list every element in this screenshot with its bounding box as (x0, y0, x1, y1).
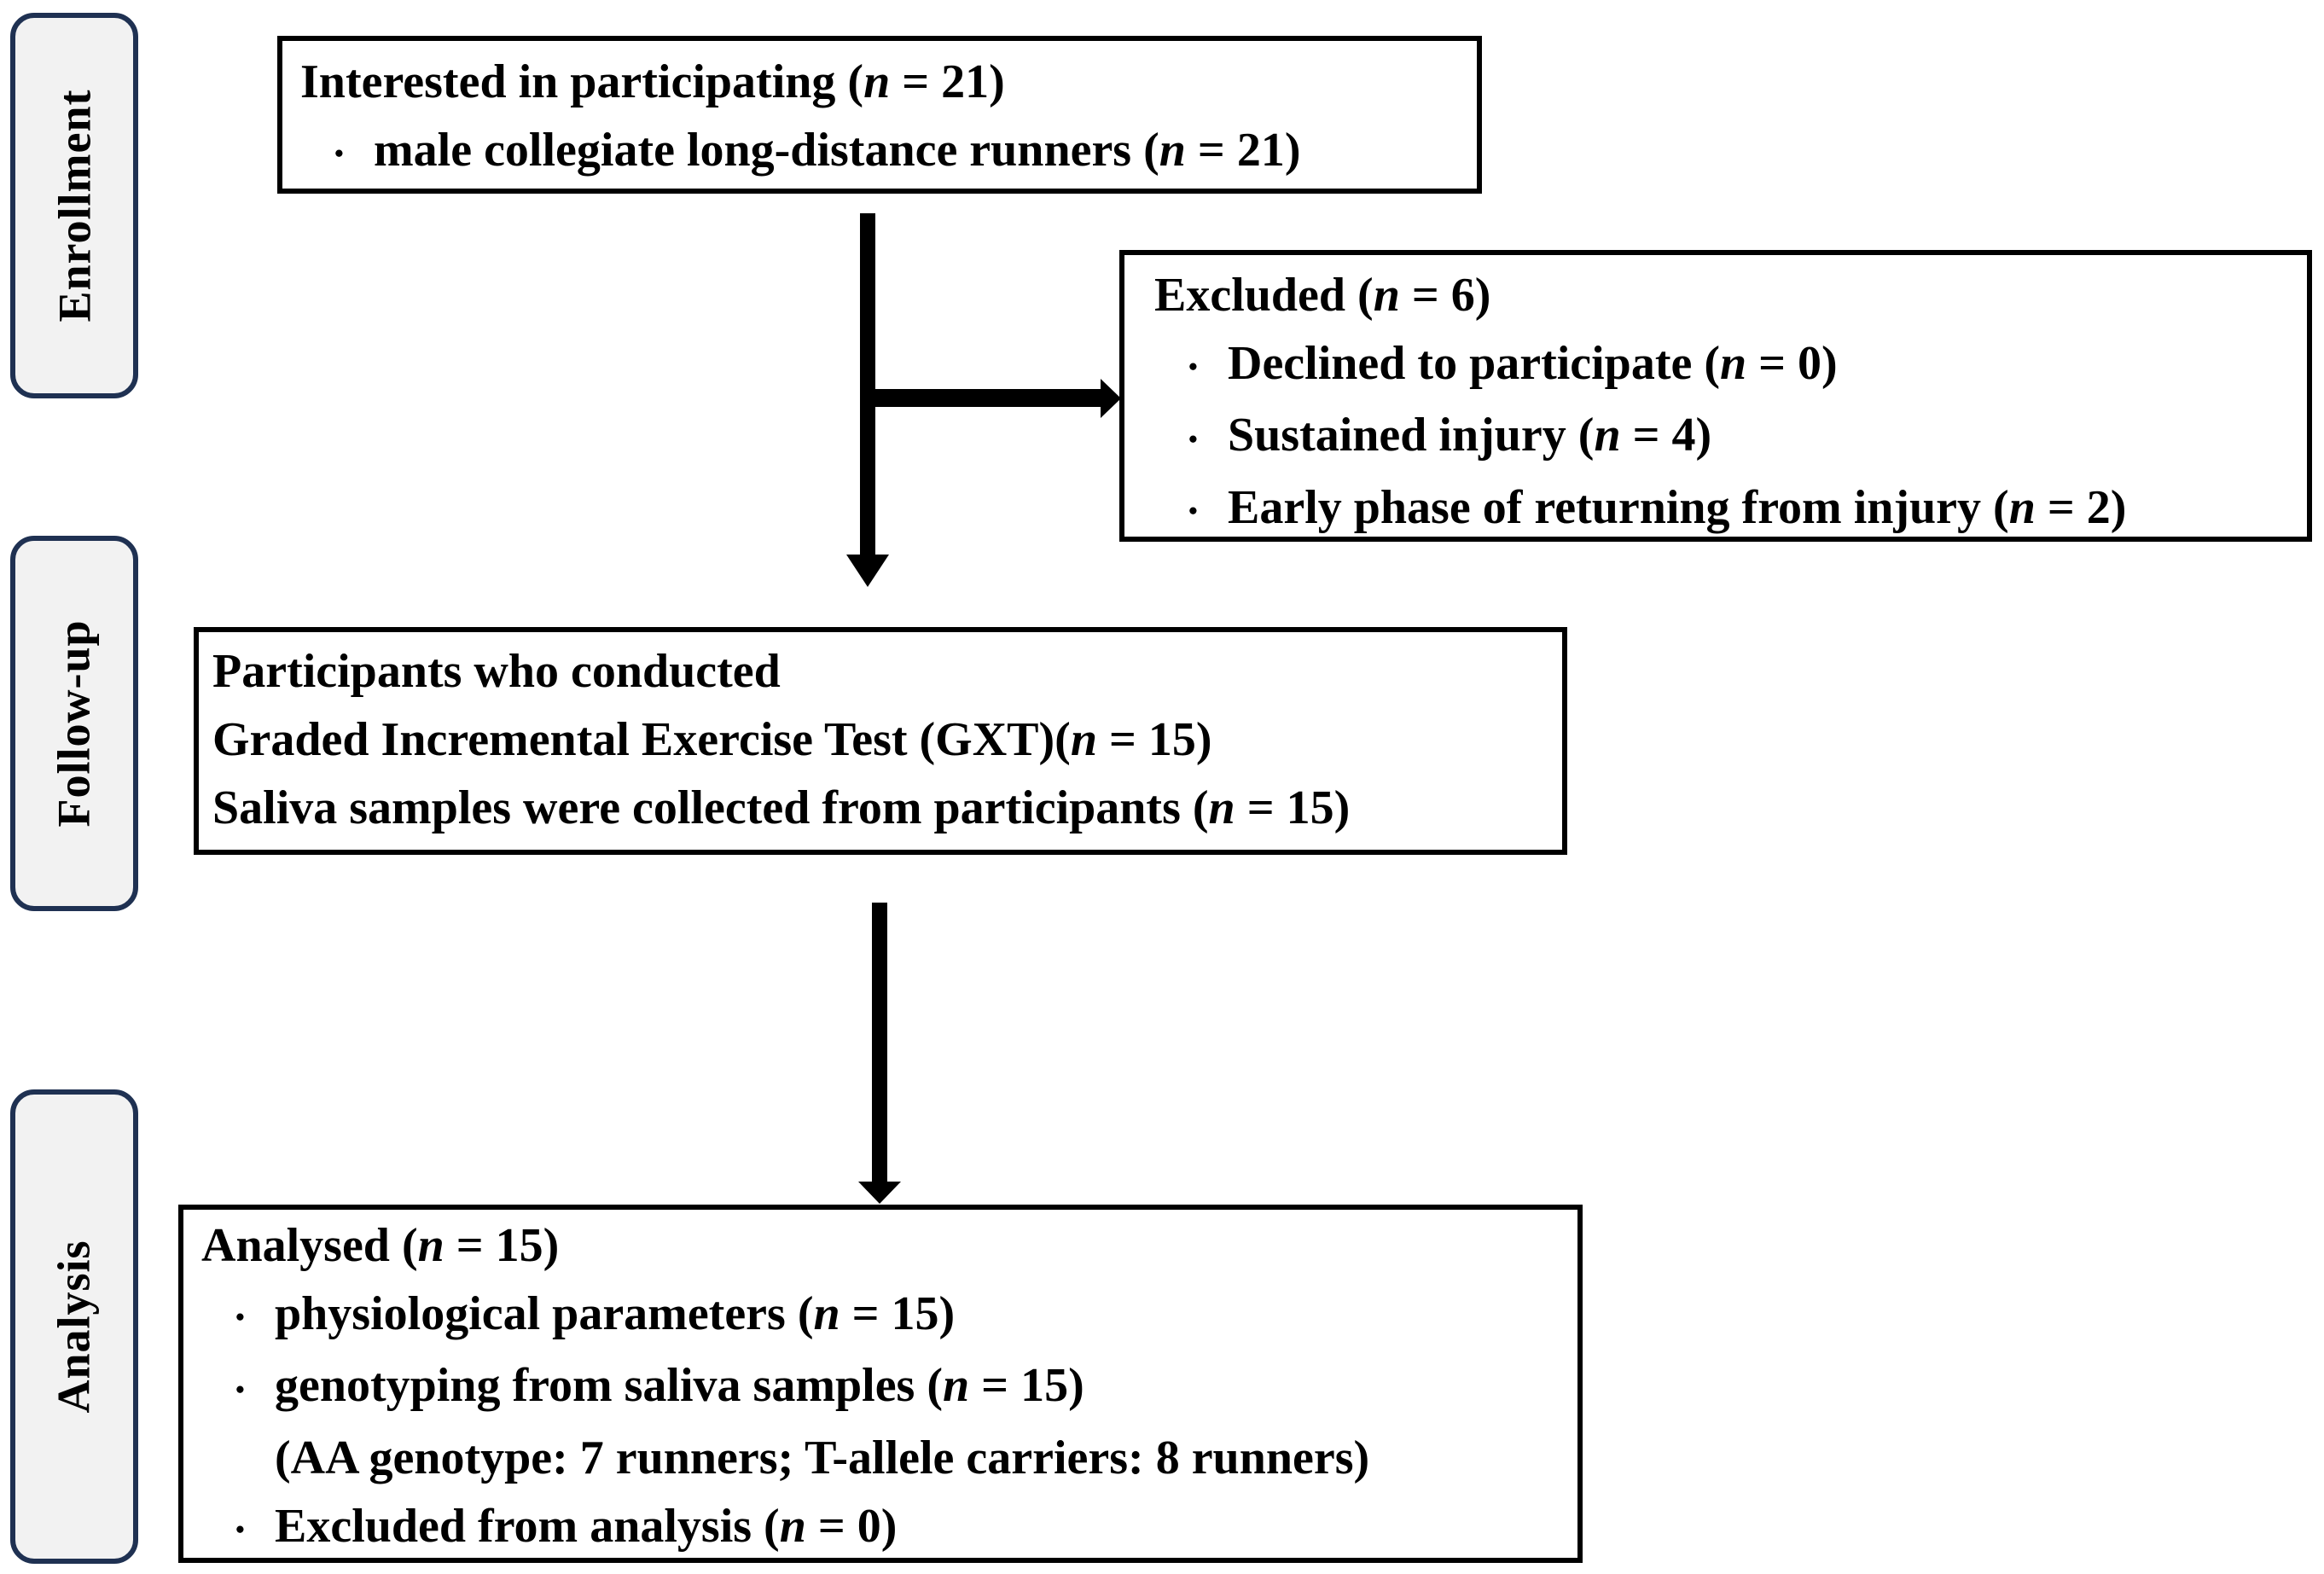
box-interested-bullet-1-text: male collegiate long-distance runners (n… (374, 124, 1301, 177)
box-follow-up-line-3: Saliva samples were collected from parti… (212, 781, 1351, 834)
box-analysed-bullet-2-text: genotyping from saliva samples (n = 15) (275, 1359, 1084, 1413)
arrow-down-head-icon (846, 555, 889, 587)
box-analysed-bullet-2: • genotyping from saliva samples (n = 15) (201, 1351, 1567, 1423)
box-analysed: Analysed (n = 15) • physiological paramet… (178, 1205, 1583, 1563)
stage-label-follow-up: Follow-up (10, 536, 138, 911)
box-follow-up: Participants who conducted Graded Increm… (194, 627, 1567, 855)
arrow-followup-to-analysis-shaft (872, 903, 887, 1184)
stage-label-follow-up-text: Follow-up (49, 619, 101, 828)
bullet-icon: • (235, 1374, 245, 1404)
stage-label-enrollment-text: Enrollment (49, 89, 101, 322)
box-excluded: Excluded (n = 6) • Declined to participat… (1119, 250, 2312, 542)
box-analysed-bullet-1: • physiological parameters (n = 15) (201, 1280, 1567, 1351)
box-interested: Interested in participating (n = 21) • ma… (277, 36, 1482, 194)
arrow-down-head-icon (858, 1182, 901, 1204)
box-analysed-bullet-3-text: Excluded from analysis (n = 0) (275, 1499, 898, 1553)
arrow-enrollment-to-followup-shaft (860, 213, 875, 555)
stage-label-analysis: Analysis (10, 1089, 138, 1564)
box-analysed-bullet-3: • Excluded from analysis (n = 0) (201, 1492, 1567, 1564)
box-follow-up-line-2: Graded Incremental Exercise Test (GXT)(n… (212, 713, 1212, 766)
bullet-icon: • (1188, 496, 1198, 526)
box-excluded-bullet-3: • Early phase of returning from injury (n… (1154, 473, 2297, 545)
arrow-branch-to-excluded-shaft (860, 389, 1101, 407)
bullet-icon: • (334, 139, 344, 169)
box-excluded-bullet-1: • Declined to participate (n = 0) (1154, 329, 2297, 401)
bullet-icon: • (1188, 424, 1198, 454)
stage-label-enrollment: Enrollment (10, 13, 138, 398)
box-interested-title: Interested in participating (n = 21) (300, 55, 1005, 108)
bullet-icon: • (1188, 352, 1198, 382)
box-analysed-genotype-note: (AA genotype: 7 runners; T-allele carrie… (275, 1431, 1370, 1484)
box-excluded-bullet-2-text: Sustained injury (n = 4) (1228, 409, 1712, 462)
box-analysed-bullet-1-text: physiological parameters (n = 15) (275, 1287, 956, 1340)
box-excluded-bullet-3-text: Early phase of returning from injury (n … (1228, 480, 2127, 534)
box-follow-up-line-1: Participants who conducted (212, 645, 781, 698)
bullet-icon: • (235, 1303, 245, 1333)
box-excluded-bullet-2: • Sustained injury (n = 4) (1154, 401, 2297, 473)
box-interested-bullet-1: • male collegiate long-distance runners (… (300, 116, 1467, 188)
box-analysed-title: Analysed (n = 15) (201, 1219, 560, 1272)
arrow-right-head-icon (1101, 379, 1121, 418)
box-excluded-bullet-1-text: Declined to participate (n = 0) (1228, 337, 1838, 390)
stage-label-analysis-text: Analysis (49, 1240, 101, 1414)
box-excluded-title: Excluded (n = 6) (1154, 269, 1491, 322)
bullet-icon: • (235, 1514, 245, 1544)
